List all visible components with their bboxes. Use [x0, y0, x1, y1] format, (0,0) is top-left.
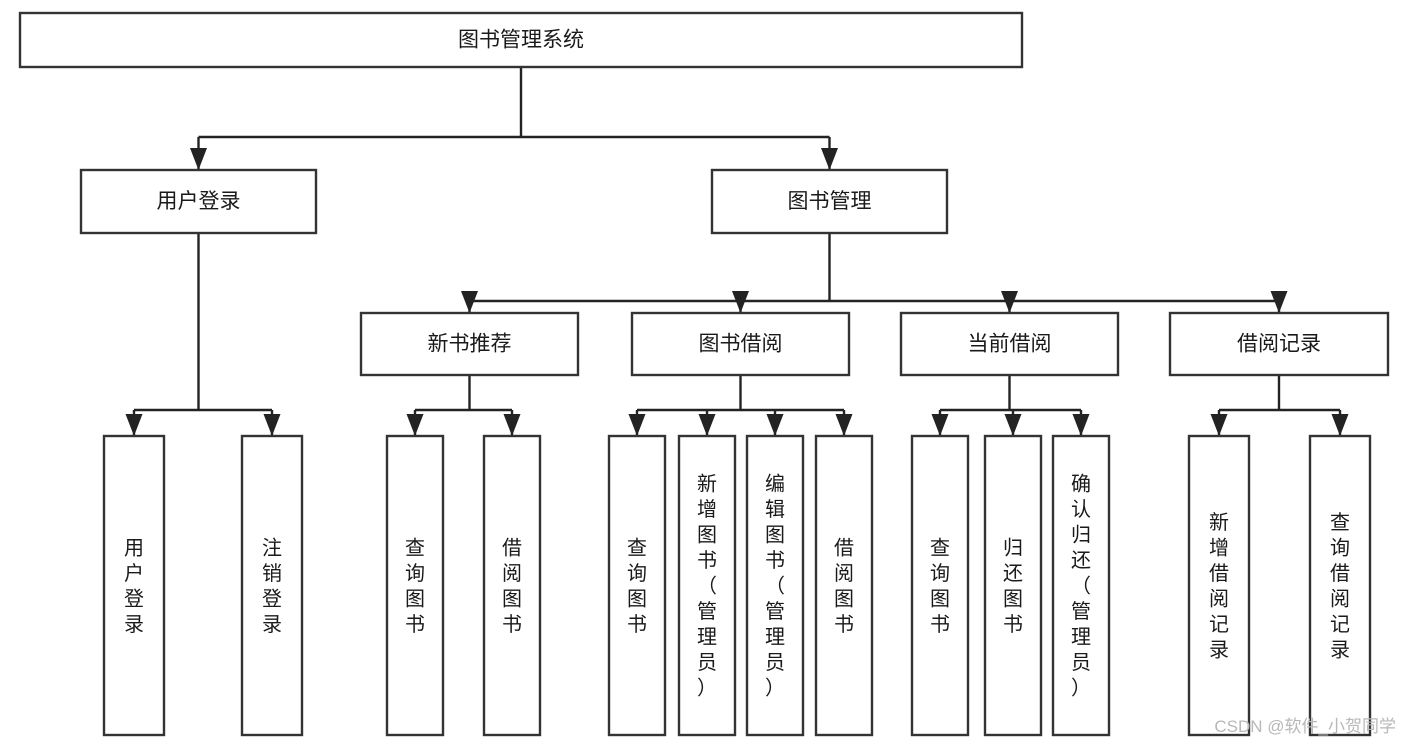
node-current-borrow[interactable]: 当前借阅 — [899, 311, 1120, 377]
arrow-head-icon-nbr-query-book — [406, 414, 424, 436]
node-nbr-query-book[interactable]: 查询图书 — [385, 434, 445, 737]
node-box-bb-query-book — [607, 434, 667, 737]
node-label-nbr-borrow-book: 借阅图书 — [502, 536, 522, 636]
arrow-head-icon-bb-borrow-book — [835, 414, 853, 436]
node-box-book-manage — [710, 168, 949, 235]
arrow-head-icon-nbr-borrow-book — [503, 414, 521, 436]
node-label-new-book-rec: 新书推荐 — [428, 333, 512, 356]
node-box-nbr-borrow-book — [482, 434, 542, 737]
arrow-head-icon-br-add-record — [1210, 414, 1228, 436]
arrow-head-icon-cb-return-book — [1004, 414, 1022, 436]
node-label-br-add-record: 新增借阅记录 — [1209, 511, 1229, 662]
arrow-head-icon-bb-query-book — [628, 414, 646, 436]
node-label-cb-query-book: 查询图书 — [930, 536, 950, 636]
node-label-leaf-user-login: 用户登录 — [124, 537, 144, 636]
node-label-cb-return-book: 归还图书 — [1003, 536, 1023, 636]
node-bb-borrow-book[interactable]: 借阅图书 — [814, 434, 874, 737]
node-leaf-logout[interactable]: 注销登录 — [240, 434, 304, 737]
node-box-cb-confirm-return — [1051, 434, 1111, 737]
node-book-manage[interactable]: 图书管理 — [710, 168, 949, 235]
node-boxes: 图书管理系统用户登录图书管理新书推荐图书借阅当前借阅借阅记录用户登录注销登录查询… — [18, 11, 1390, 737]
node-label-book-borrow: 图书借阅 — [699, 333, 783, 356]
node-label-leaf-logout: 注销登录 — [262, 536, 282, 636]
arrow-head-icon-book-manage — [821, 148, 838, 170]
node-box-new-book-rec — [359, 311, 580, 377]
arrow-head-icon-bb-add-book — [698, 414, 716, 436]
node-box-br-query-record — [1308, 434, 1372, 737]
arrow-head-icon-leaf-user-login — [125, 414, 143, 436]
node-box-leaf-logout — [240, 434, 304, 737]
arrow-head-icon-cb-confirm-return — [1072, 414, 1090, 436]
node-book-borrow[interactable]: 图书借阅 — [630, 311, 851, 377]
node-box-book-borrow — [630, 311, 851, 377]
node-leaf-user-login[interactable]: 用户登录 — [102, 434, 166, 737]
node-bb-edit-book[interactable]: 编辑图书（管理员） — [745, 434, 805, 737]
node-br-add-record[interactable]: 新增借阅记录 — [1187, 434, 1251, 737]
node-user-login[interactable]: 用户登录 — [79, 168, 318, 235]
node-box-bb-borrow-book — [814, 434, 874, 737]
arrow-head-icon-user-login — [190, 148, 207, 170]
node-label-root: 图书管理系统 — [458, 29, 584, 52]
node-box-cb-query-book — [910, 434, 970, 737]
node-label-book-manage: 图书管理 — [788, 190, 872, 213]
node-root[interactable]: 图书管理系统 — [18, 11, 1024, 69]
node-label-current-borrow: 当前借阅 — [968, 333, 1052, 356]
arrow-head-icon-cb-query-book — [931, 414, 949, 436]
node-bb-add-book[interactable]: 新增图书（管理员） — [677, 434, 737, 737]
arrow-head-icon-current-borrow — [1001, 291, 1018, 313]
node-br-query-record[interactable]: 查询借阅记录 — [1308, 434, 1372, 737]
node-box-cb-return-book — [983, 434, 1043, 737]
node-box-user-login — [79, 168, 318, 235]
node-cb-query-book[interactable]: 查询图书 — [910, 434, 970, 737]
node-label-bb-add-book: 新增图书（管理员） — [697, 473, 717, 700]
arrow-head-icon-bb-edit-book — [766, 414, 784, 436]
arrow-head-icon-book-borrow — [732, 291, 749, 313]
node-box-bb-add-book — [677, 434, 737, 737]
arrow-head-icon-borrow-record — [1270, 291, 1288, 313]
node-label-bb-borrow-book: 借阅图书 — [834, 536, 854, 636]
node-box-nbr-query-book — [385, 434, 445, 737]
node-label-borrow-record: 借阅记录 — [1237, 333, 1321, 356]
node-box-br-add-record — [1187, 434, 1251, 737]
node-label-bb-query-book: 查询图书 — [627, 536, 647, 636]
node-label-br-query-record: 查询借阅记录 — [1330, 511, 1350, 662]
node-box-current-borrow — [899, 311, 1120, 377]
node-cb-return-book[interactable]: 归还图书 — [983, 434, 1043, 737]
arrow-head-icon-br-query-record — [1331, 414, 1349, 436]
node-box-bb-edit-book — [745, 434, 805, 737]
node-box-root — [18, 11, 1024, 69]
node-bb-query-book[interactable]: 查询图书 — [607, 434, 667, 737]
watermark: CSDN @软件_小贺同学 — [1214, 717, 1396, 736]
arrow-head-icon-new-book-rec — [461, 291, 478, 313]
node-label-bb-edit-book: 编辑图书（管理员） — [765, 473, 785, 700]
node-nbr-borrow-book[interactable]: 借阅图书 — [482, 434, 542, 737]
connector-lines — [125, 67, 1349, 436]
node-borrow-record[interactable]: 借阅记录 — [1168, 311, 1390, 377]
node-label-cb-confirm-return: 确认归还（管理员） — [1071, 473, 1091, 700]
node-label-user-login: 用户登录 — [157, 190, 241, 213]
node-new-book-rec[interactable]: 新书推荐 — [359, 311, 580, 377]
node-box-borrow-record — [1168, 311, 1390, 377]
node-label-nbr-query-book: 查询图书 — [405, 536, 425, 636]
node-box-leaf-user-login — [102, 434, 166, 737]
node-cb-confirm-return[interactable]: 确认归还（管理员） — [1051, 434, 1111, 737]
arrow-head-icon-leaf-logout — [263, 414, 281, 436]
